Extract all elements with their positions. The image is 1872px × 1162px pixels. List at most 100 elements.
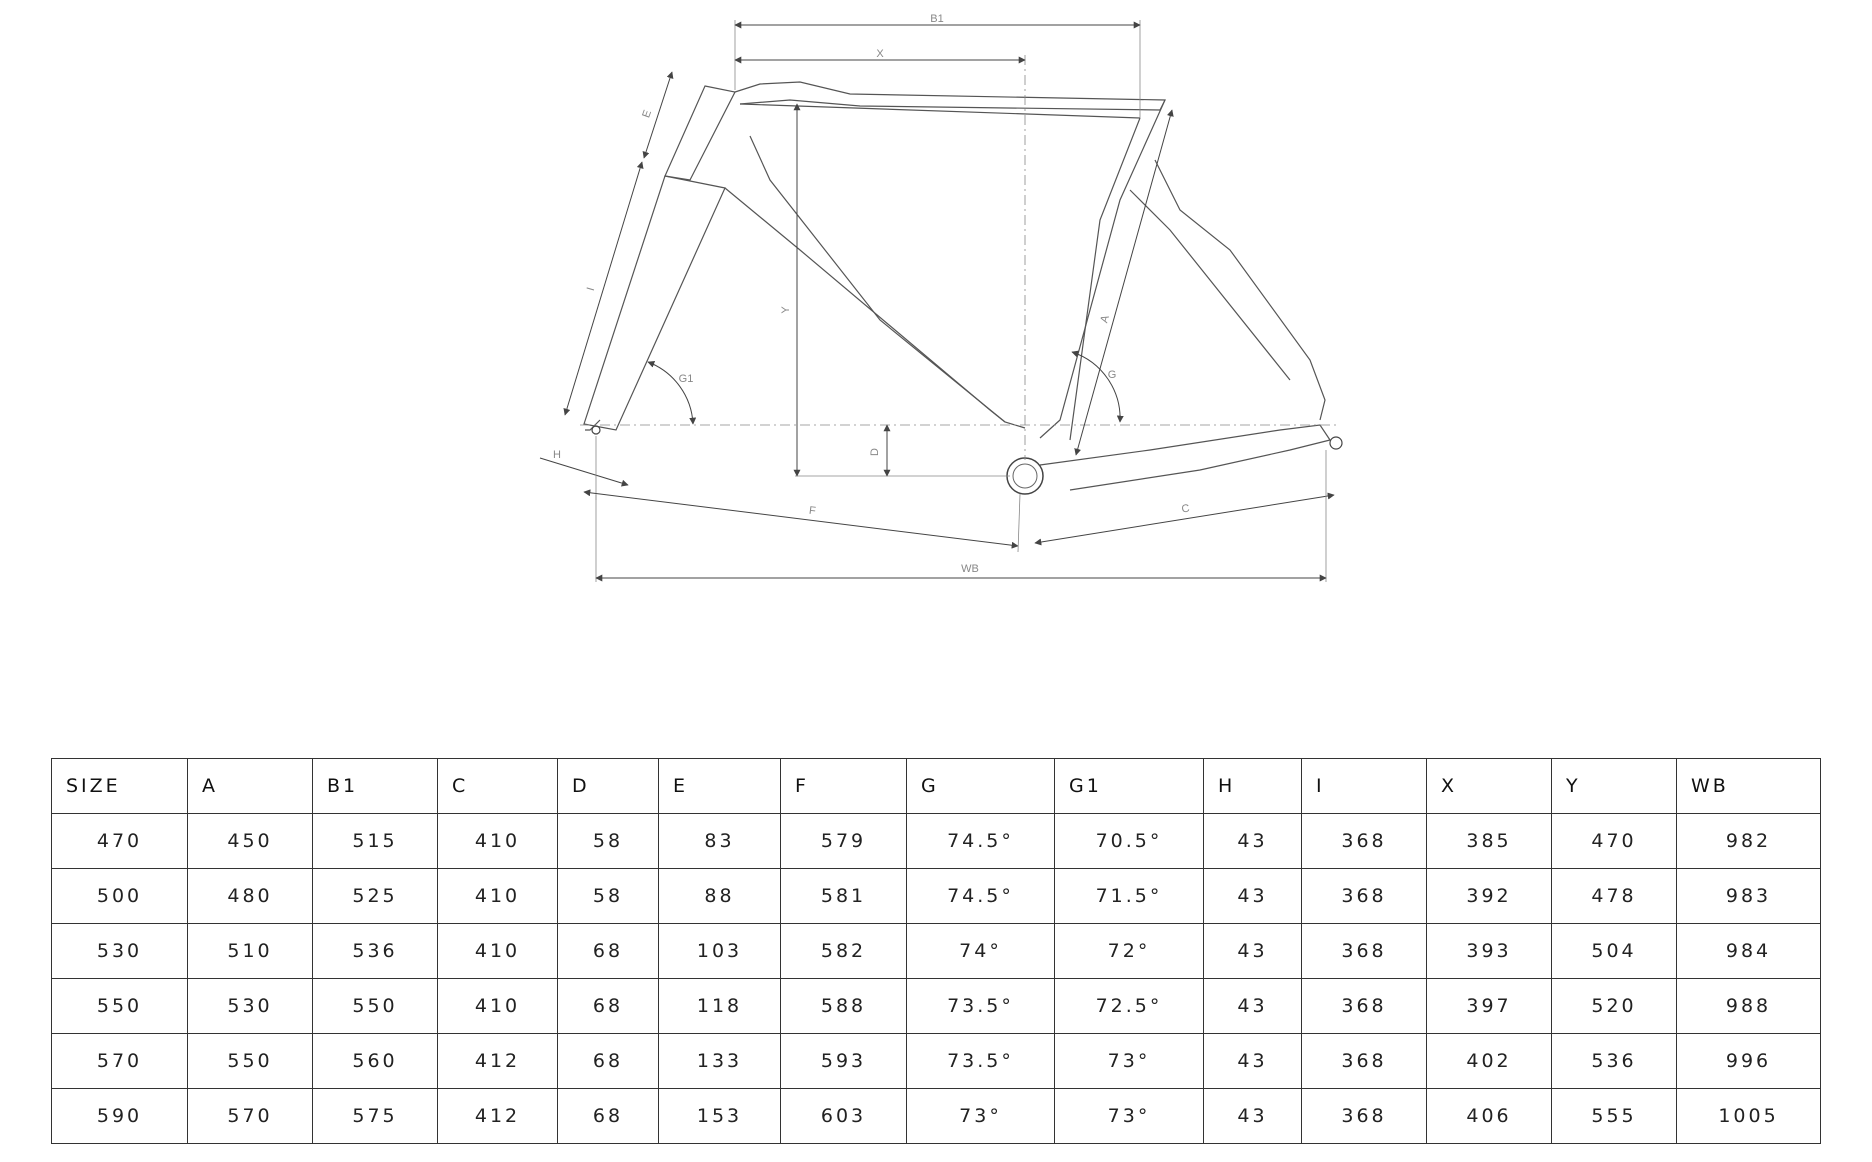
dim-a: A: [1074, 109, 1174, 456]
table-cell: 72.5°: [1054, 978, 1204, 1034]
table-cell: 412: [437, 1033, 558, 1089]
table-cell: 470: [51, 813, 188, 869]
table-cell: 579: [780, 813, 907, 869]
table-cell: 385: [1426, 813, 1552, 869]
table-cell: 103: [658, 923, 781, 979]
table-cell: 520: [1551, 978, 1677, 1034]
bottom-bracket: [1006, 457, 1044, 495]
table-cell: 410: [437, 978, 558, 1034]
table-cell: 88: [658, 868, 781, 924]
dim-c: C: [1034, 492, 1335, 546]
table-cell: 118: [658, 978, 781, 1034]
dim-i: I: [563, 161, 644, 416]
header-g1: G1: [1054, 758, 1204, 814]
table-cell: 478: [1551, 868, 1677, 924]
dim-x: X: [734, 48, 1026, 460]
table-cell: 402: [1426, 1033, 1552, 1089]
svg-text:F: F: [808, 505, 816, 518]
table-cell: 996: [1676, 1033, 1821, 1089]
table-cell: 530: [51, 923, 188, 979]
table-row: 590 570 575 412 68 153 603 73° 73° 43 36…: [51, 1088, 1821, 1144]
table-cell: 406: [1426, 1088, 1552, 1144]
svg-text:Y: Y: [780, 306, 792, 314]
table-cell: 43: [1203, 1033, 1302, 1089]
table-cell: 504: [1551, 923, 1677, 979]
dim-g1: G1: [647, 360, 697, 425]
dim-h: H: [539, 436, 629, 500]
table-cell: 393: [1426, 923, 1552, 979]
table-row: 470 450 515 410 58 83 579 74.5° 70.5° 43…: [51, 813, 1821, 869]
table-cell: 582: [780, 923, 907, 979]
table-row: 570 550 560 412 68 133 593 73.5° 73° 43 …: [51, 1033, 1821, 1089]
frame-outline: [583, 81, 1331, 491]
table-row: 530 510 536 410 68 103 582 74° 72° 43 36…: [51, 923, 1821, 979]
table-cell: 43: [1203, 1088, 1302, 1144]
geometry-table: SIZE A B1 C D E F G G1 H I X Y WB 470 45…: [51, 758, 1821, 1144]
table-cell: 43: [1203, 868, 1302, 924]
table-cell: 73°: [906, 1088, 1055, 1144]
table-cell: 368: [1301, 813, 1427, 869]
header-y: Y: [1551, 758, 1677, 814]
table-cell: 412: [437, 1088, 558, 1144]
header-e: E: [658, 758, 781, 814]
table-cell: 581: [780, 868, 907, 924]
dim-wb: WB: [595, 450, 1327, 582]
table-cell: 70.5°: [1054, 813, 1204, 869]
header-a: A: [187, 758, 313, 814]
table-cell: 983: [1676, 868, 1821, 924]
table-cell: 988: [1676, 978, 1821, 1034]
table-cell: 500: [51, 868, 188, 924]
table-cell: 392: [1426, 868, 1552, 924]
table-header-row: SIZE A B1 C D E F G G1 H I X Y WB: [51, 758, 1821, 814]
table-row: 550 530 550 410 68 118 588 73.5° 72.5° 4…: [51, 978, 1821, 1034]
table-cell: 510: [187, 923, 313, 979]
table-cell: 153: [658, 1088, 781, 1144]
header-wb: WB: [1676, 758, 1821, 814]
table-cell: 530: [187, 978, 313, 1034]
table-cell: 368: [1301, 978, 1427, 1034]
table-cell: 982: [1676, 813, 1821, 869]
table-cell: 550: [312, 978, 438, 1034]
dim-y: Y: [780, 103, 801, 477]
table-cell: 74.5°: [906, 868, 1055, 924]
table-cell: 603: [780, 1088, 907, 1144]
dim-b1: B1: [734, 13, 1141, 118]
dim-d: D: [869, 424, 891, 477]
table-cell: 73°: [1054, 1088, 1204, 1144]
header-g: G: [906, 758, 1055, 814]
table-cell: 525: [312, 868, 438, 924]
table-cell: 410: [437, 813, 558, 869]
table-cell: 368: [1301, 868, 1427, 924]
table-cell: 68: [557, 923, 659, 979]
table-cell: 73°: [1054, 1033, 1204, 1089]
table-cell: 575: [312, 1088, 438, 1144]
table-cell: 560: [312, 1033, 438, 1089]
table-cell: 83: [658, 813, 781, 869]
header-i: I: [1301, 758, 1427, 814]
table-cell: 368: [1301, 1033, 1427, 1089]
table-cell: 410: [437, 868, 558, 924]
table-cell: 515: [312, 813, 438, 869]
table-cell: 74°: [906, 923, 1055, 979]
table-cell: 536: [312, 923, 438, 979]
table-cell: 536: [1551, 1033, 1677, 1089]
frame-geometry-diagram: B1 X E I Y A G1 G D: [539, 13, 1343, 582]
header-f: F: [780, 758, 907, 814]
table-cell: 570: [51, 1033, 188, 1089]
dim-g: G: [1071, 350, 1124, 423]
table-cell: 984: [1676, 923, 1821, 979]
table-cell: 43: [1203, 978, 1302, 1034]
table-cell: 590: [51, 1088, 188, 1144]
table-cell: 593: [780, 1033, 907, 1089]
svg-text:WB: WB: [961, 563, 979, 575]
table-cell: 74.5°: [906, 813, 1055, 869]
table-cell: 71.5°: [1054, 868, 1204, 924]
header-h: H: [1203, 758, 1302, 814]
dim-e: E: [640, 71, 674, 159]
svg-text:C: C: [1181, 502, 1191, 515]
table-cell: 397: [1426, 978, 1552, 1034]
header-d: D: [557, 758, 659, 814]
svg-text:G1: G1: [679, 373, 694, 385]
table-cell: 43: [1203, 813, 1302, 869]
table-cell: 588: [780, 978, 907, 1034]
